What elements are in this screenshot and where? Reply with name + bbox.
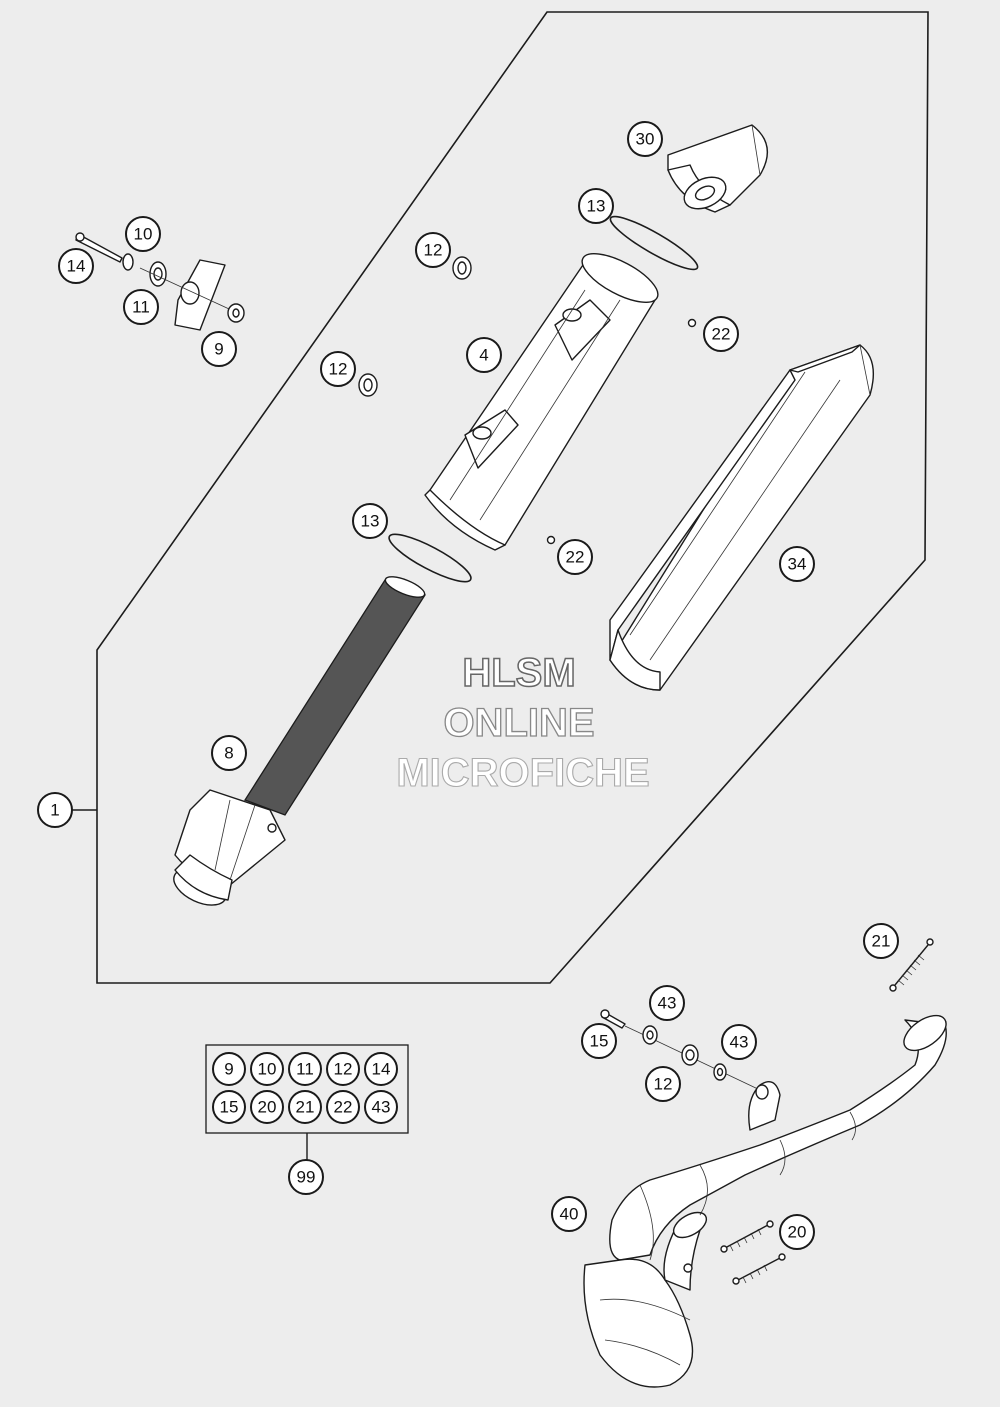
svg-text:10: 10: [134, 225, 153, 244]
muffler-assembly-outline: [96, 11, 929, 984]
svg-text:MICROFICHE: MICROFICHE: [396, 751, 649, 795]
kit-item-15[interactable]: 15: [212, 1090, 246, 1124]
svg-text:12: 12: [334, 1060, 353, 1079]
screw-upper[interactable]: [687, 318, 697, 328]
svg-text:8: 8: [224, 744, 233, 763]
callout-15[interactable]: 15: [581, 1023, 617, 1059]
svg-text:15: 15: [220, 1098, 239, 1117]
callout-13-bottom[interactable]: 13: [352, 503, 388, 539]
callout-21[interactable]: 21: [863, 923, 899, 959]
muffler-housing-part[interactable]: [424, 244, 665, 551]
svg-text:99: 99: [297, 1168, 316, 1187]
svg-text:34: 34: [788, 555, 807, 574]
washer-43-upper[interactable]: [642, 1025, 658, 1045]
kit-item-20[interactable]: 20: [250, 1090, 284, 1124]
callout-22-upper[interactable]: 22: [703, 316, 739, 352]
washer-43-lower[interactable]: [713, 1063, 727, 1081]
spring-single-part[interactable]: [889, 938, 934, 992]
svg-text:13: 13: [587, 197, 606, 216]
svg-text:12: 12: [654, 1075, 673, 1094]
screw-lower[interactable]: [546, 535, 556, 545]
svg-text:13: 13: [361, 512, 380, 531]
header-pipe-part[interactable]: [583, 1009, 952, 1388]
grommet-lower[interactable]: [681, 1044, 699, 1066]
svg-text:9: 9: [224, 1060, 233, 1079]
callout-12-middle[interactable]: 12: [320, 351, 356, 387]
callout-99[interactable]: 99: [288, 1159, 324, 1195]
svg-text:43: 43: [658, 994, 677, 1013]
header-bolt-part[interactable]: [600, 1009, 626, 1029]
kit-item-22[interactable]: 22: [326, 1090, 360, 1124]
svg-text:11: 11: [296, 1060, 314, 1079]
gasket-ring-top[interactable]: [606, 209, 703, 276]
muffler-outer-part[interactable]: [609, 344, 874, 691]
svg-text:21: 21: [296, 1098, 315, 1117]
callout-9[interactable]: 9: [201, 331, 237, 367]
svg-text:22: 22: [334, 1098, 353, 1117]
callout-12-top[interactable]: 12: [415, 232, 451, 268]
callout-40[interactable]: 40: [551, 1196, 587, 1232]
kit-item-12[interactable]: 12: [326, 1052, 360, 1086]
lock-washer-part[interactable]: [122, 253, 134, 271]
svg-text:22: 22: [712, 325, 731, 344]
svg-text:10: 10: [258, 1060, 277, 1079]
kit-item-10[interactable]: 10: [250, 1052, 284, 1086]
svg-text:43: 43: [372, 1098, 391, 1117]
kit-item-43[interactable]: 43: [364, 1090, 398, 1124]
callout-34[interactable]: 34: [779, 546, 815, 582]
grommet-middle[interactable]: [358, 373, 378, 397]
kit-item-11[interactable]: 11: [288, 1052, 322, 1086]
kit-item-21[interactable]: 21: [288, 1090, 322, 1124]
perforated-core-part[interactable]: [168, 573, 427, 913]
kit-item-9[interactable]: 9: [212, 1052, 246, 1086]
callout-20[interactable]: 20: [779, 1214, 815, 1250]
svg-text:HLSM: HLSM: [462, 651, 575, 695]
svg-text:40: 40: [560, 1205, 579, 1224]
callout-14[interactable]: 14: [58, 248, 94, 284]
svg-text:22: 22: [566, 548, 585, 567]
kit-item-14[interactable]: 14: [364, 1052, 398, 1086]
grommet-top[interactable]: [452, 256, 472, 280]
callout-8[interactable]: 8: [211, 735, 247, 771]
svg-text:14: 14: [372, 1060, 391, 1079]
callout-30[interactable]: 30: [627, 121, 663, 157]
svg-text:ONLINE: ONLINE: [443, 701, 594, 745]
svg-text:9: 9: [214, 340, 223, 359]
callout-22-lower[interactable]: 22: [557, 539, 593, 575]
callout-12-lower[interactable]: 12: [645, 1066, 681, 1102]
callout-4[interactable]: 4: [466, 337, 502, 373]
svg-text:1: 1: [50, 801, 59, 820]
callout-43-lower[interactable]: 43: [721, 1024, 757, 1060]
callout-10[interactable]: 10: [125, 216, 161, 252]
svg-text:43: 43: [730, 1033, 749, 1052]
end-cap-part[interactable]: [667, 124, 769, 215]
svg-text:12: 12: [329, 360, 348, 379]
svg-text:11: 11: [132, 298, 150, 317]
watermark: HLSM ONLINE MICROFICHE: [396, 650, 650, 795]
callout-1[interactable]: 1: [37, 792, 73, 828]
svg-text:21: 21: [872, 932, 891, 951]
springs-pair-part[interactable]: [720, 1220, 786, 1285]
svg-text:4: 4: [479, 346, 488, 365]
washer-part[interactable]: [227, 303, 245, 323]
svg-text:12: 12: [424, 241, 443, 260]
callout-11[interactable]: 11: [123, 289, 159, 325]
callout-13-top[interactable]: 13: [578, 188, 614, 224]
gasket-ring-bottom[interactable]: [384, 527, 476, 590]
svg-text:15: 15: [590, 1032, 609, 1051]
mounting-bolt-part[interactable]: [75, 232, 123, 263]
callout-43-upper[interactable]: 43: [649, 985, 685, 1021]
bracket-plate-part[interactable]: [139, 259, 241, 331]
svg-text:20: 20: [258, 1098, 277, 1117]
svg-text:14: 14: [67, 257, 86, 276]
svg-text:20: 20: [788, 1223, 807, 1242]
rubber-damper-part[interactable]: [149, 261, 167, 287]
svg-text:30: 30: [636, 130, 655, 149]
